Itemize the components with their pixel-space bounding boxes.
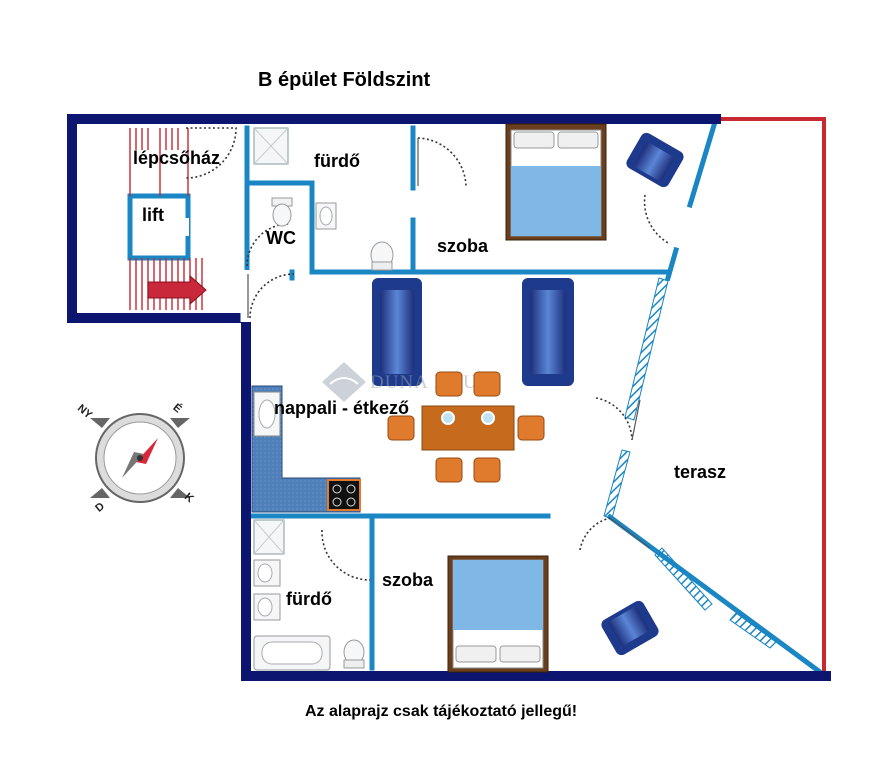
door-swings xyxy=(185,127,671,581)
compass-east-label: K xyxy=(182,491,196,505)
dining-chairs xyxy=(387,371,545,483)
bidet-top xyxy=(370,241,394,271)
dining-table xyxy=(421,405,515,451)
room-label-bedroom-bottom: szoba xyxy=(382,570,434,590)
terrace-boundary xyxy=(720,117,826,672)
room-label-terrace: terasz xyxy=(674,462,726,482)
inner-walls xyxy=(244,118,824,676)
stair-direction-arrow xyxy=(147,274,207,306)
room-label-stairwell: lépcsőház xyxy=(133,148,220,168)
room-label-bathroom-bottom: fürdő xyxy=(286,589,332,609)
room-label-lift: lift xyxy=(142,205,164,225)
sink-wc xyxy=(315,202,337,230)
disclaimer-note: Az alaprajz csak tájékoztató jellegű! xyxy=(305,703,577,720)
room-label-bedroom-top: szoba xyxy=(437,236,489,256)
shower-bottom xyxy=(253,519,285,555)
bed-top xyxy=(505,123,607,241)
duna-house-watermark: DUNA HOUSE xyxy=(322,362,502,402)
watermark-text: DUNA HOUSE xyxy=(370,372,502,393)
shower-top xyxy=(253,127,289,165)
armchair-top xyxy=(626,132,684,188)
toilet-bottom xyxy=(343,639,365,669)
bed-bottom xyxy=(447,555,549,673)
lift-shaft xyxy=(127,193,191,261)
toilet-wc xyxy=(271,197,293,227)
sinks-bottom xyxy=(253,559,281,621)
door-leaves xyxy=(247,138,651,549)
bathtub xyxy=(253,635,331,671)
sofa-right xyxy=(522,278,574,386)
room-label-bathroom-top: fürdő xyxy=(314,151,360,171)
compass-north-label: É xyxy=(170,401,184,416)
room-label-living-dining: nappali - étkező xyxy=(274,398,409,418)
plan-title: B épület Földszint xyxy=(258,69,431,91)
compass-rose: NY É D K xyxy=(75,401,196,515)
compass-south-label: D xyxy=(93,500,107,514)
room-label-wc: WC xyxy=(266,228,296,248)
outer-walls xyxy=(67,114,831,681)
armchair-bottom xyxy=(601,600,659,656)
cooktop xyxy=(327,479,361,511)
sofa-left xyxy=(372,278,422,386)
